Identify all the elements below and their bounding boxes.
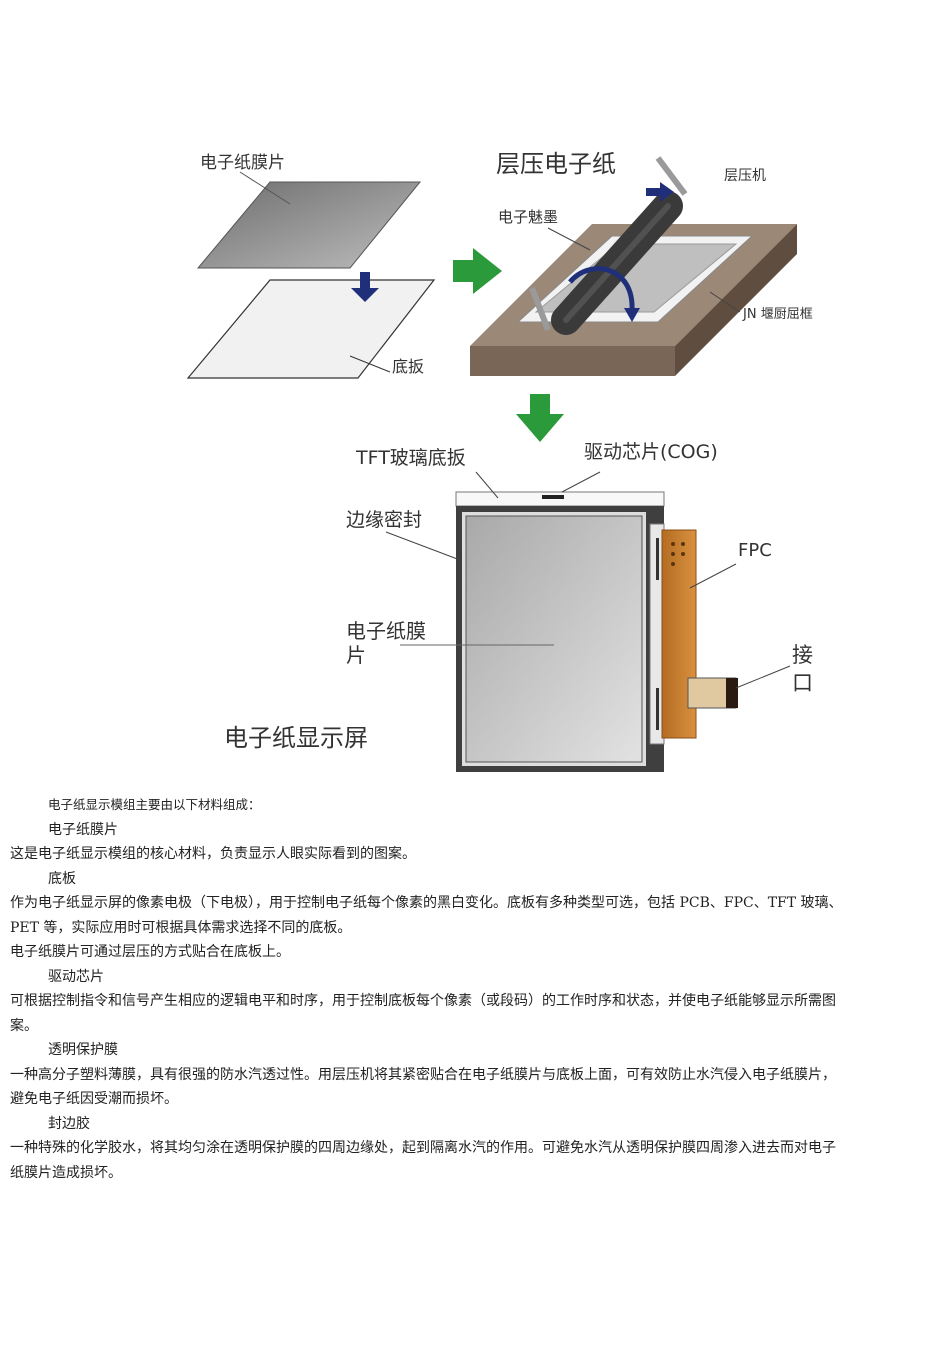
- display-title: 电子纸显示屏: [224, 724, 368, 752]
- para-edge-glue-2: 纸膜片造成损坏。: [10, 1164, 122, 1181]
- bottom-left-label: 底扳: [392, 357, 424, 376]
- base-plate-sheet: [186, 279, 436, 379]
- edge-seal-label: 边缘密封: [346, 509, 422, 531]
- heading-film: 电子纸膜片: [48, 821, 118, 838]
- film-label-line2: 片: [346, 643, 366, 667]
- article-body: 电子纸显示模组主要由以下材料组成： 电子纸膜片 这是电子纸显示模组的核心材料，负…: [10, 793, 940, 1185]
- para-edge-glue-1: 一种特殊的化学胶水，将其均匀涂在透明保护膜的四周边缘处，起到隔离水汽的作用。可避…: [10, 1140, 836, 1156]
- intro-text: 电子纸显示模组主要由以下材料组成：: [48, 797, 261, 812]
- heading-base: 底板: [48, 870, 76, 887]
- right-arrow-icon: [453, 248, 502, 294]
- display-assembly: [455, 491, 738, 772]
- frame-label: JN 堰厨屈框: [742, 307, 813, 322]
- laminate-title: 层压电子纸: [496, 150, 616, 178]
- connector-label-line2: 口: [792, 671, 813, 695]
- laminator-arrow-icon: [646, 182, 674, 202]
- para-driver-1: 可根据控制指令和信号产生相应的逻辑电平和时序，用于控制底板每个像素（或段码）的工…: [10, 993, 836, 1009]
- connector-label-line1: 接: [792, 643, 813, 667]
- down-arrow-icon: [351, 272, 379, 302]
- para-protective-2: 避免电子纸因受潮而损坏。: [10, 1091, 178, 1107]
- top-left-label: 电子纸膜片: [200, 153, 285, 173]
- laminator-diagram: [470, 156, 797, 376]
- heading-edge-glue: 封边胶: [48, 1115, 90, 1132]
- para-film: 这是电子纸显示模组的核心材料，负责显示人眼实际看到的图案。: [10, 846, 416, 862]
- e-paper-structure-figure: 电子纸膜片 底扳 层压电子纸 层压机 电子魅墨 JN 堰厨屈框: [180, 140, 840, 780]
- down-arrow-green-icon: [516, 394, 564, 442]
- e-paper-film-sheet: [196, 181, 422, 269]
- tft-label: TFT玻璃底扳: [355, 447, 466, 469]
- para-base-1: 作为电子纸显示屏的像素电极（下电极），用于控制电子纸每个像素的黑白变化。底板有多…: [10, 895, 843, 911]
- para-base-3: 电子纸膜片可通过层压的方式贴合在底板上。: [10, 944, 290, 960]
- para-driver-2: 案。: [10, 1017, 38, 1034]
- para-base-2: PET 等，实际应用时可根据具体需求选择不同的底板。: [10, 919, 352, 936]
- driver-label: 驱动芯片(COG): [584, 441, 718, 463]
- film-label-line1: 电子纸膜: [346, 619, 426, 643]
- heading-protective-film: 透明保护膜: [48, 1042, 118, 1058]
- ink-label: 电子魅墨: [498, 208, 558, 226]
- fpc-label: FPC: [738, 540, 772, 561]
- laminator-label: 层压机: [724, 168, 766, 184]
- para-protective-1: 一种高分子塑料薄膜，具有很强的防水汽透过性。用层压机将其紧密贴合在电子纸膜片与底…: [10, 1066, 836, 1083]
- heading-driver: 驱动芯片: [48, 968, 104, 985]
